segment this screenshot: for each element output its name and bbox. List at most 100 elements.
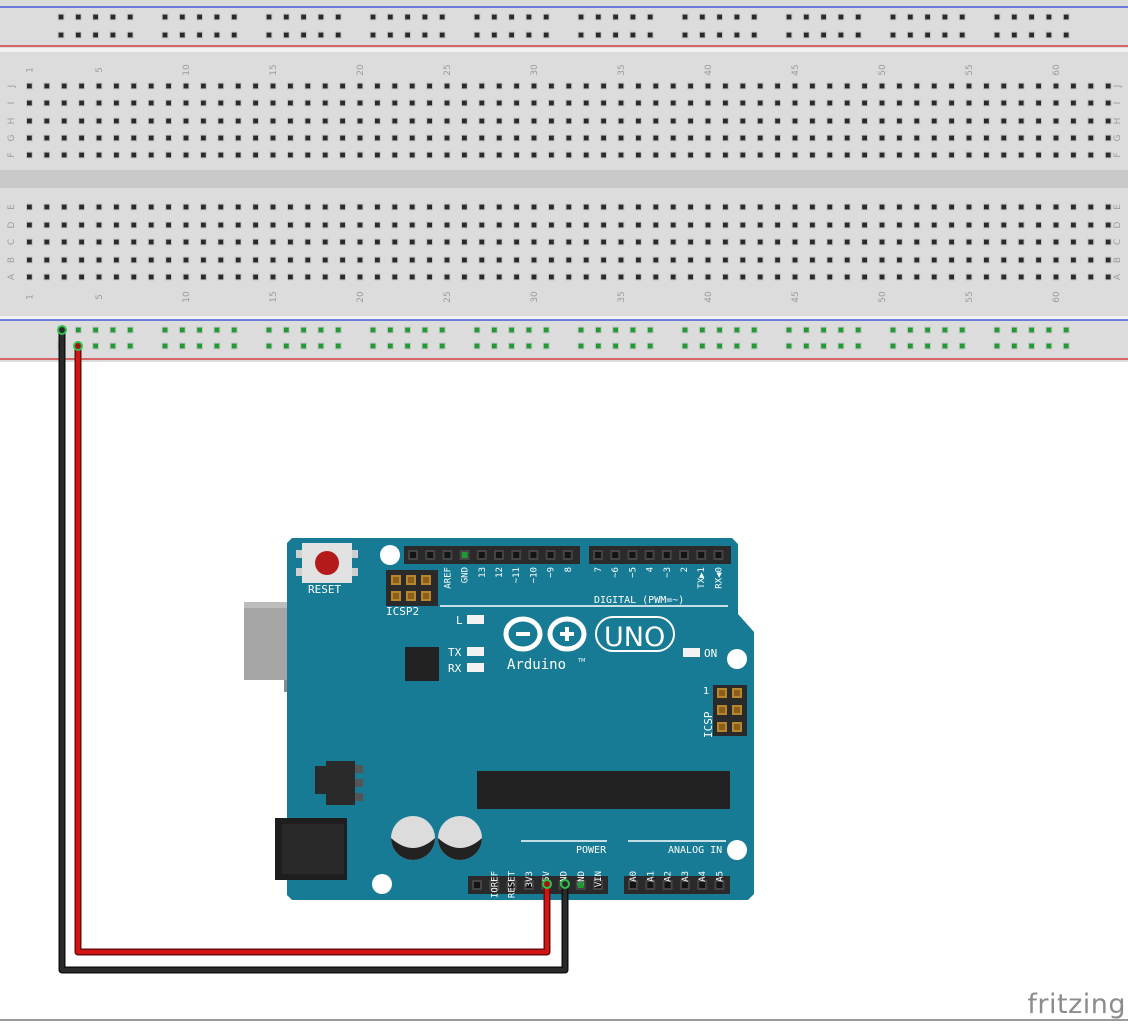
breadboard-hole[interactable] [147,203,155,211]
breadboard-hole-connected[interactable] [126,342,134,350]
breadboard-hole[interactable] [722,273,729,281]
breadboard-hole[interactable] [652,221,660,229]
breadboard-hole[interactable] [802,31,810,39]
breadboard-hole[interactable] [1017,134,1025,142]
breadboard-hole-connected[interactable] [629,326,637,334]
breadboard-hole[interactable] [791,134,799,142]
breadboard-hole[interactable] [854,31,862,39]
breadboard-hole[interactable] [513,256,520,264]
breadboard-hole[interactable] [130,82,138,90]
breadboard-hole[interactable] [948,273,955,281]
breadboard-hole[interactable] [165,99,172,107]
breadboard-hole[interactable] [878,151,886,159]
breadboard-hole[interactable] [1045,31,1053,39]
breadboard-hole[interactable] [217,99,225,107]
breadboard-hole[interactable] [878,203,886,211]
breadboard-hole[interactable] [687,117,694,125]
breadboard-hole[interactable] [282,31,290,39]
breadboard-hole[interactable] [165,273,172,281]
breadboard-hole[interactable] [473,13,481,21]
breadboard-hole[interactable] [669,203,677,211]
breadboard-hole[interactable] [704,273,712,281]
breadboard-hole[interactable] [147,238,155,246]
breadboard-hole[interactable] [421,13,429,21]
breadboard-hole[interactable] [321,203,329,211]
breadboard-hole[interactable] [948,203,955,211]
breadboard-hole[interactable] [287,238,294,246]
breadboard-hole[interactable] [43,117,51,125]
breadboard-hole[interactable] [513,134,520,142]
breadboard-hole[interactable] [252,134,259,142]
breadboard-hole-connected[interactable] [1062,342,1070,350]
breadboard-hole[interactable] [965,117,973,125]
breadboard-hole[interactable] [356,273,364,281]
breadboard-hole[interactable] [582,203,590,211]
breadboard-hole[interactable] [617,221,625,229]
breadboard-hole[interactable] [356,151,364,159]
breadboard-hole-connected[interactable] [300,326,307,334]
breadboard-hole-connected[interactable] [161,342,169,350]
breadboard-hole[interactable] [43,99,51,107]
breadboard-hole[interactable] [756,203,764,211]
breadboard-hole[interactable] [513,221,520,229]
breadboard-hole[interactable] [983,221,990,229]
breadboard-hole-connected[interactable] [577,326,585,334]
breadboard-hole[interactable] [948,221,955,229]
header-pin[interactable] [489,880,500,890]
breadboard-hole-connected[interactable] [802,342,810,350]
breadboard-hole[interactable] [513,117,520,125]
breadboard-hole[interactable] [739,221,747,229]
breadboard-hole[interactable] [26,134,33,142]
breadboard-hole[interactable] [1104,117,1112,125]
breadboard-hole[interactable] [60,134,68,142]
breadboard-hole[interactable] [924,13,931,21]
breadboard-hole[interactable] [722,203,729,211]
breadboard-hole[interactable] [930,203,938,211]
breadboard-hole[interactable] [565,151,573,159]
breadboard-hole[interactable] [983,151,990,159]
breadboard-hole[interactable] [896,203,903,211]
breadboard-hole[interactable] [739,256,747,264]
breadboard-hole[interactable] [391,82,399,90]
breadboard-hole[interactable] [60,273,68,281]
breadboard-hole[interactable] [513,238,520,246]
breadboard-hole[interactable] [461,256,468,264]
breadboard-hole[interactable] [1000,117,1008,125]
breadboard-hole[interactable] [739,134,747,142]
breadboard-hole[interactable] [809,221,816,229]
breadboard-hole[interactable] [652,134,660,142]
breadboard-hole[interactable] [1087,134,1095,142]
breadboard-hole[interactable] [78,151,85,159]
breadboard-hole[interactable] [130,134,138,142]
breadboard-hole[interactable] [739,151,747,159]
breadboard-hole-connected[interactable] [750,342,758,350]
breadboard-hole[interactable] [304,221,312,229]
breadboard-hole[interactable] [861,99,868,107]
breadboard-hole[interactable] [1000,99,1008,107]
breadboard-hole[interactable] [269,221,277,229]
breadboard-hole[interactable] [495,273,503,281]
breadboard-hole[interactable] [669,273,677,281]
breadboard-hole[interactable] [287,151,294,159]
header-pin[interactable] [506,880,517,890]
breadboard-hole-connected[interactable] [820,342,827,350]
breadboard-hole-connected[interactable] [230,326,238,334]
breadboard-hole[interactable] [356,256,364,264]
breadboard-hole[interactable] [600,134,607,142]
breadboard-hole[interactable] [443,151,451,159]
breadboard-hole[interactable] [1104,99,1112,107]
breadboard-hole-connected[interactable] [646,326,654,334]
breadboard-hole[interactable] [443,221,451,229]
breadboard-hole[interactable] [57,13,65,21]
breadboard-hole[interactable] [983,117,990,125]
breadboard-hole[interactable] [1104,273,1112,281]
header-pin[interactable] [679,550,689,560]
breadboard-hole[interactable] [443,134,451,142]
breadboard-hole[interactable] [652,99,660,107]
breadboard-hole-connected[interactable] [282,326,290,334]
breadboard-hole[interactable] [265,31,273,39]
breadboard-hole[interactable] [1035,203,1042,211]
breadboard-hole[interactable] [317,13,325,21]
breadboard-hole[interactable] [356,134,364,142]
breadboard-hole[interactable] [1052,82,1060,90]
